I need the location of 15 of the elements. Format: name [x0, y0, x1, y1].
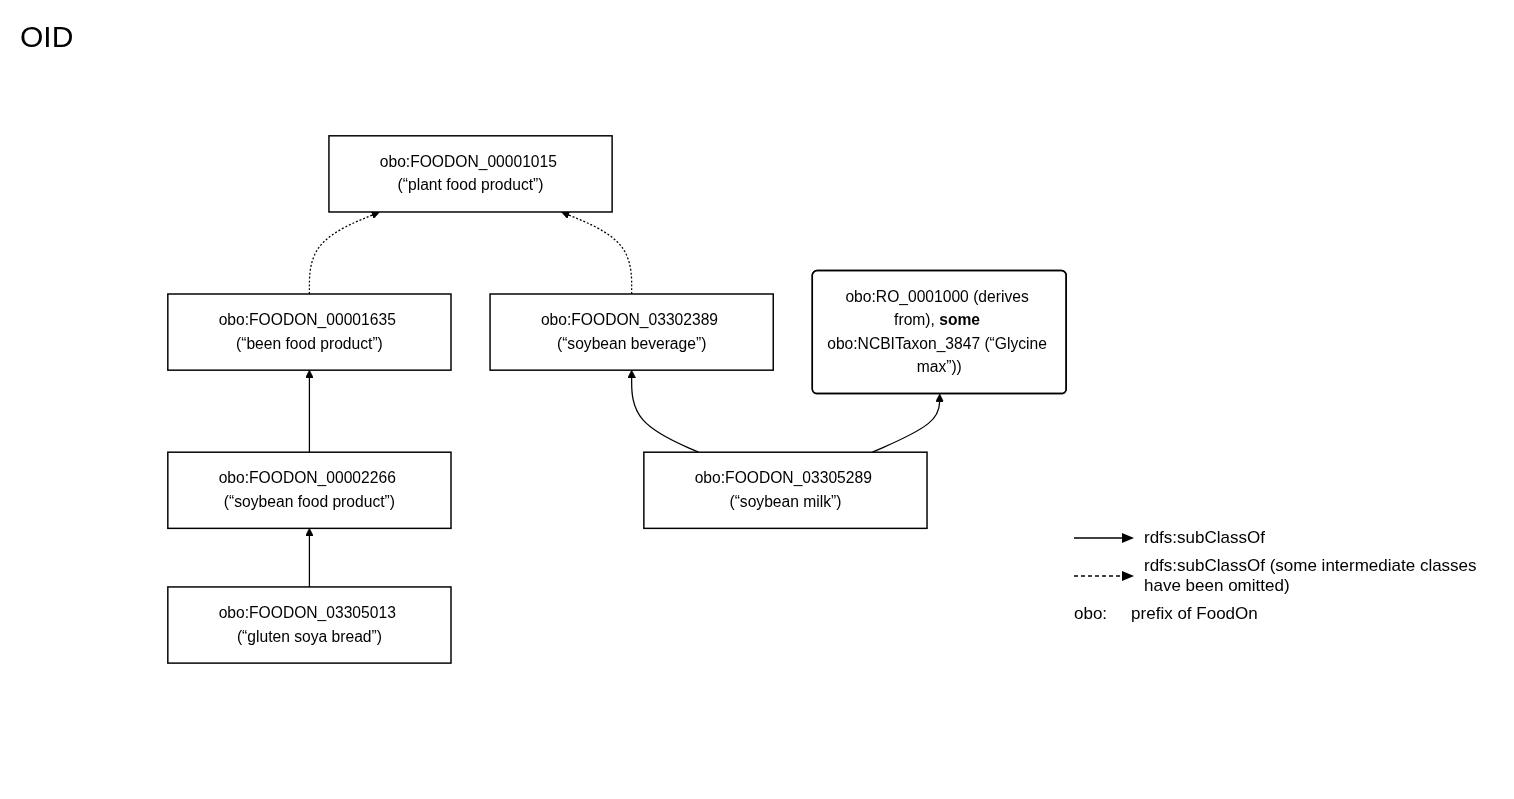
node-box: obo:FOODON_03305289 (“soybean milk”) — [643, 451, 928, 530]
legend-label: rdfs:subClassOf (some intermediate classes have been omitted) — [1144, 556, 1478, 596]
arrow — [561, 211, 633, 295]
node-box: obo:FOODON_03302389 (“soybean beverage”) — [489, 293, 774, 371]
prefix-label: obo: — [1074, 604, 1108, 624]
node-box: obo:FOODON_00002266 (“soybean food product”) — [167, 451, 452, 530]
arrow — [305, 528, 314, 588]
arrow — [308, 211, 380, 295]
heading-text: OID — [20, 20, 75, 54]
prefix-description: prefix of FoodOn — [1131, 604, 1258, 624]
node-box: obo:FOODON_03305013 (“gluten soya bread”) — [167, 586, 452, 664]
node-box: obo:FOODON_00001635 (“been food product”) — [167, 293, 452, 371]
arrow — [305, 369, 314, 453]
legend-label: rdfs:subClassOf — [1144, 528, 1265, 548]
node-box: obo:FOODON_00001015 (“plant food product”) — [328, 135, 613, 213]
